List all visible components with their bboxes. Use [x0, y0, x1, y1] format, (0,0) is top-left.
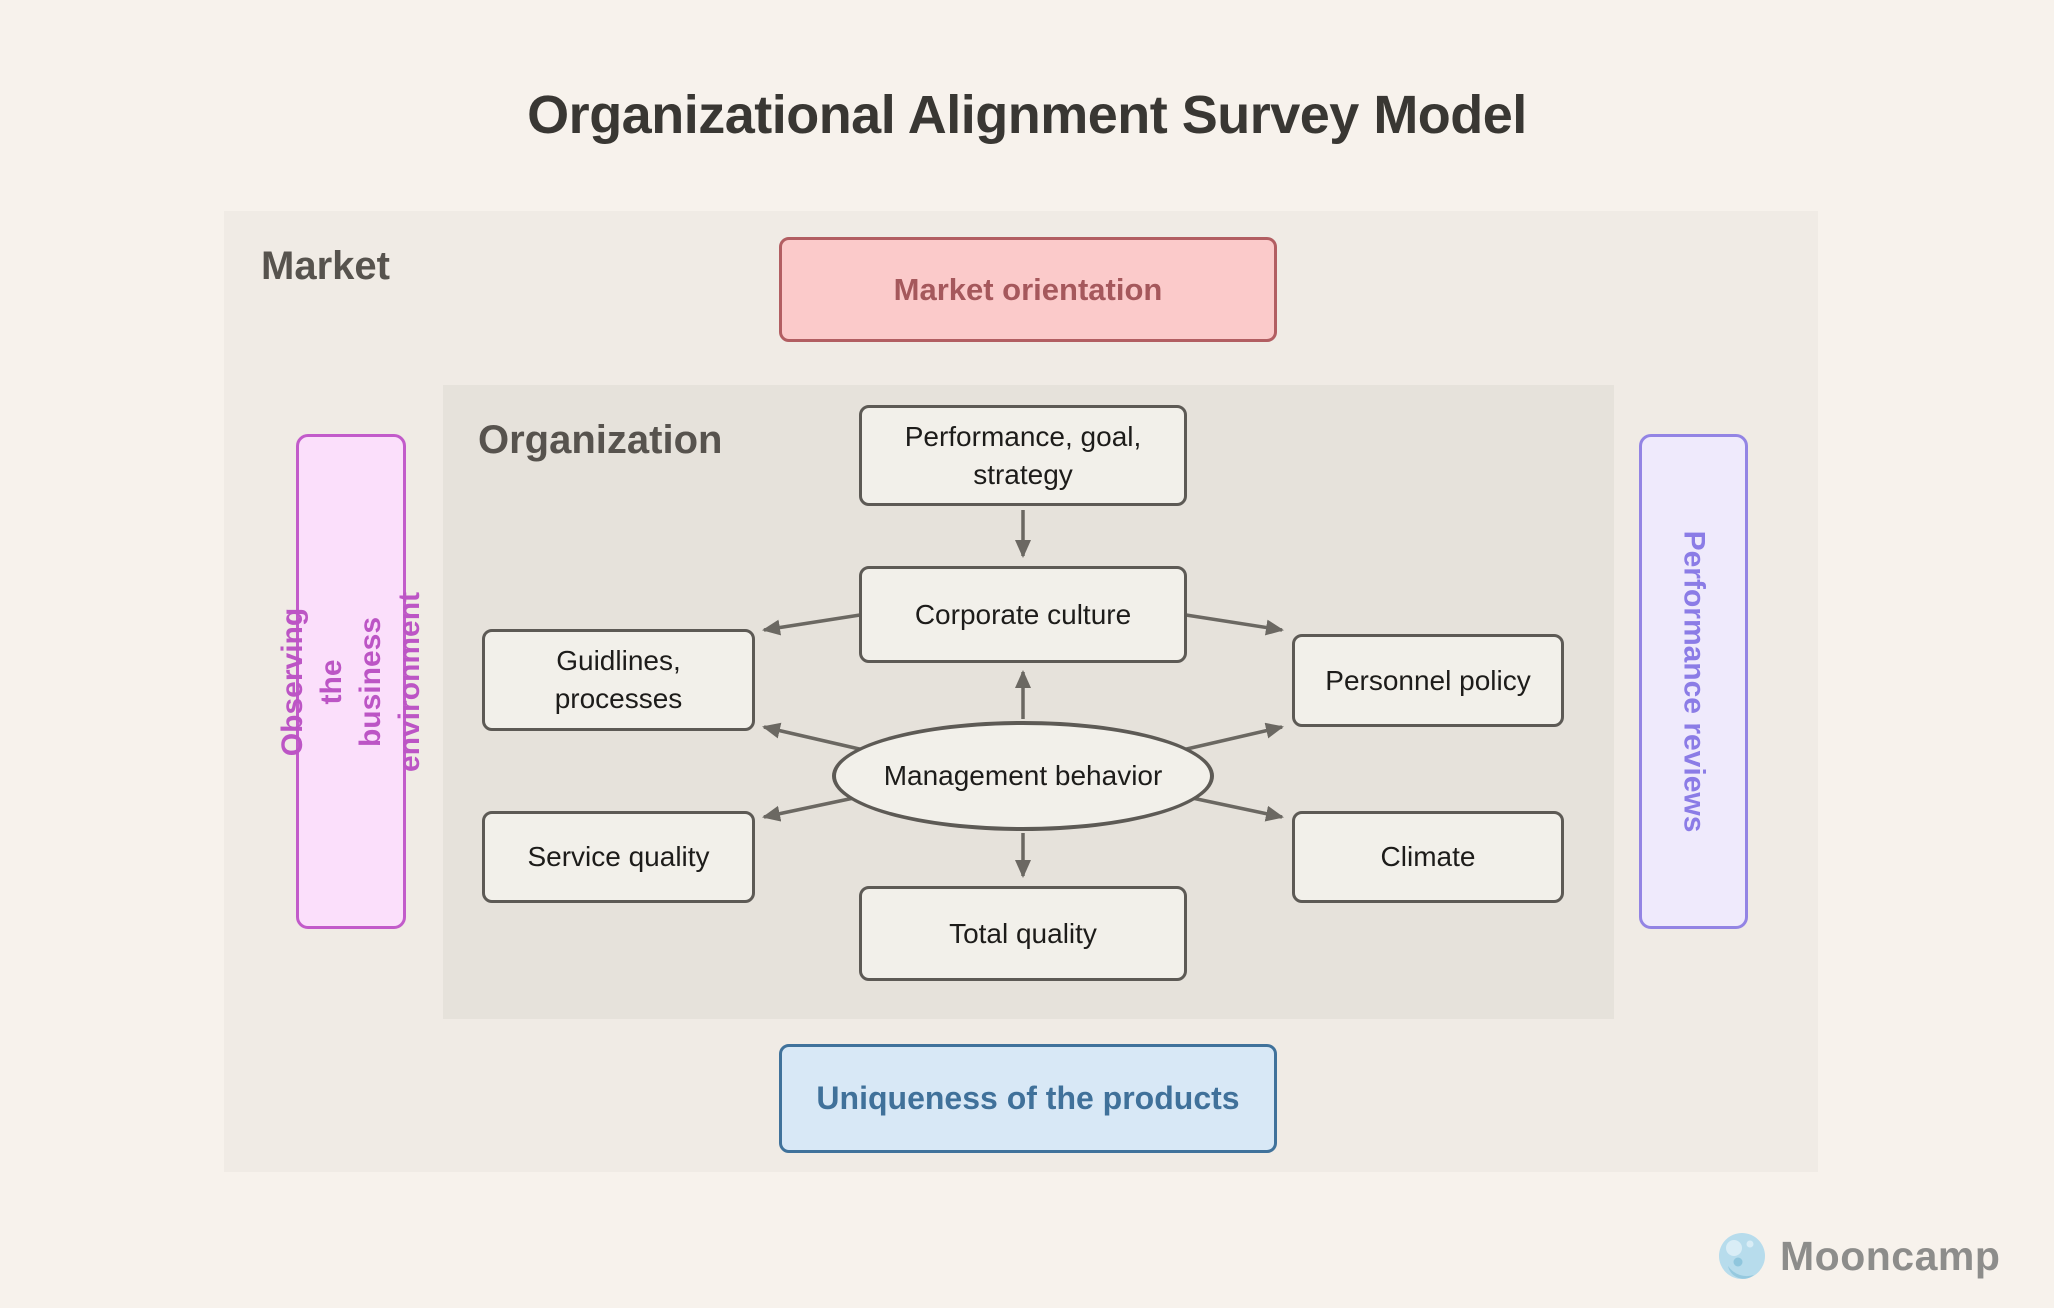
brand-logo: Mooncamp — [1718, 1228, 2000, 1284]
node-guidlines-processes: Guidlines, processes — [482, 629, 755, 731]
observing-environment-label: Observing the business environment — [276, 591, 426, 772]
brand-name: Mooncamp — [1780, 1232, 2001, 1279]
moon-icon — [1719, 1233, 1765, 1279]
node-management-behavior: Management behavior — [832, 721, 1214, 831]
node-total-quality: Total quality — [859, 886, 1187, 981]
observing-environment-box: Observing the business environment — [276, 434, 426, 929]
organization-label: Organization — [478, 418, 723, 462]
market-orientation-box: Market orientation — [779, 237, 1277, 342]
market-label: Market — [261, 244, 390, 288]
node-service-quality: Service quality — [482, 811, 755, 903]
node-climate: Climate — [1292, 811, 1564, 903]
node-corporate-culture: Corporate culture — [859, 566, 1187, 663]
page-title: Organizational Alignment Survey Model — [527, 85, 1527, 145]
node-personnel-policy: Personnel policy — [1292, 634, 1564, 727]
performance-reviews-box: Performance reviews — [1639, 434, 1748, 929]
node-performance-goal-strategy: Performance, goal, strategy — [859, 405, 1187, 506]
uniqueness-box: Uniqueness of the products — [779, 1044, 1277, 1153]
performance-reviews-label: Performance reviews — [1677, 530, 1710, 833]
